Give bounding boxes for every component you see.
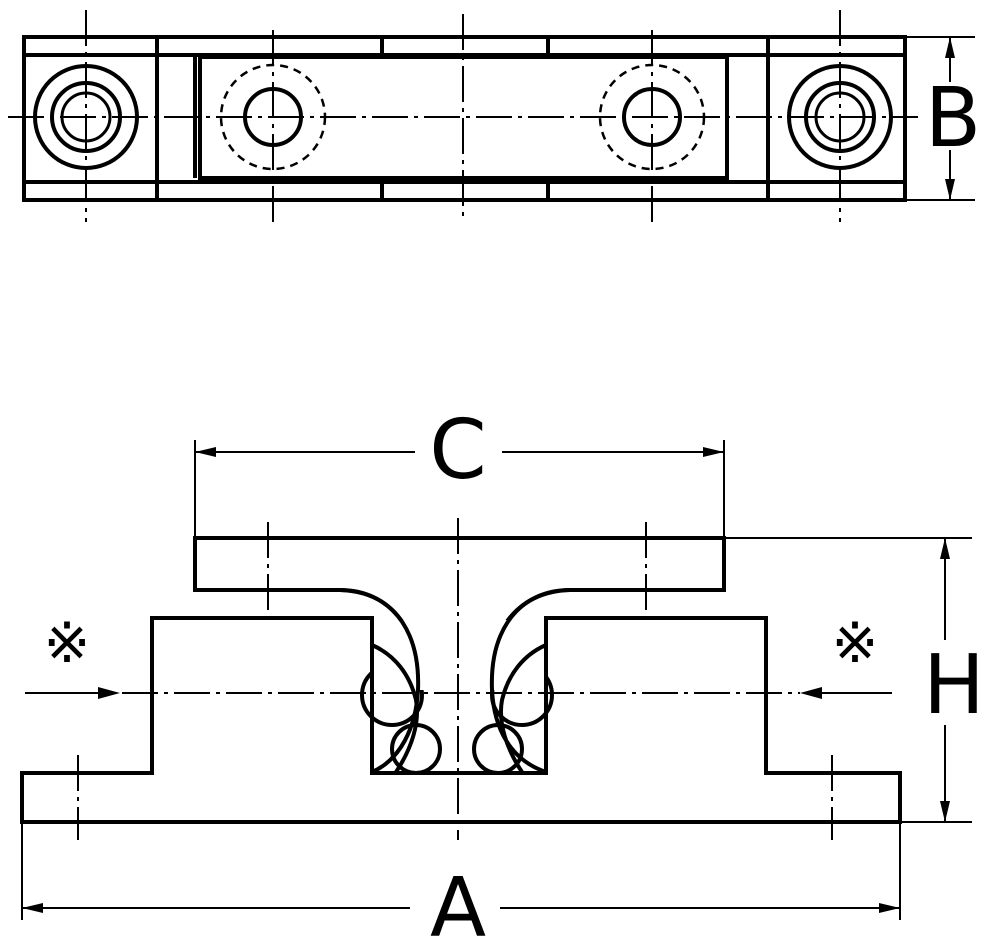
force-arrow-left xyxy=(25,687,120,699)
dimension-b xyxy=(905,36,975,201)
dimension-c xyxy=(194,440,725,538)
reference-mark-left: ※ xyxy=(44,611,91,676)
dimension-a xyxy=(21,822,901,920)
top-view: B xyxy=(8,10,981,222)
top-view-centerlines xyxy=(8,10,918,222)
dimension-h xyxy=(724,537,972,823)
clamp-jaw-right xyxy=(489,588,571,774)
clamp-jaw-left xyxy=(339,588,421,774)
dimension-label-c: C xyxy=(429,403,486,498)
front-view: ※ ※ C H A xyxy=(20,403,985,946)
reference-mark-right: ※ xyxy=(832,611,879,676)
force-arrow-right xyxy=(800,687,892,699)
top-view-end-block-dividers xyxy=(155,37,770,200)
dimension-label-a: A xyxy=(430,861,486,946)
front-view-centerlines xyxy=(77,518,833,840)
dimension-label-h: H xyxy=(923,638,985,733)
dimension-label-b: B xyxy=(925,71,981,166)
